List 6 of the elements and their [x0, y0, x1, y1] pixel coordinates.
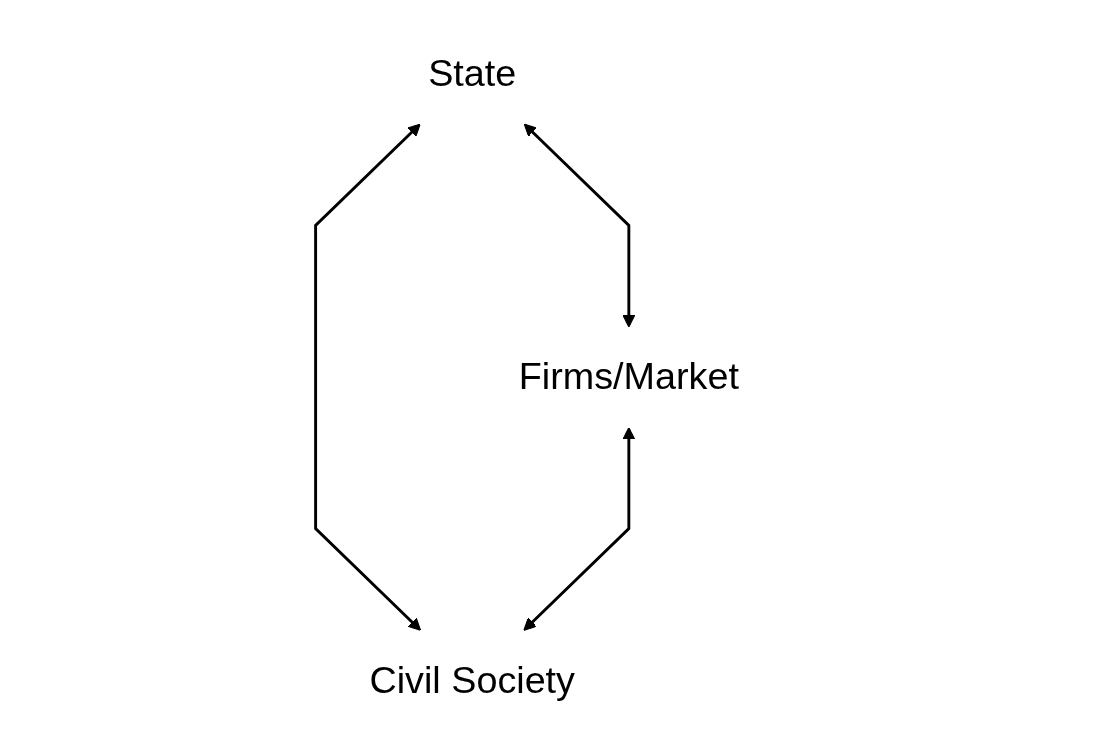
node-text: State: [428, 51, 517, 95]
arrow: [314, 123, 422, 631]
node-text: Firms/Market: [519, 354, 740, 399]
node-text: Civil Society: [369, 657, 576, 702]
arrow: [523, 427, 636, 631]
arrow: [524, 123, 636, 328]
